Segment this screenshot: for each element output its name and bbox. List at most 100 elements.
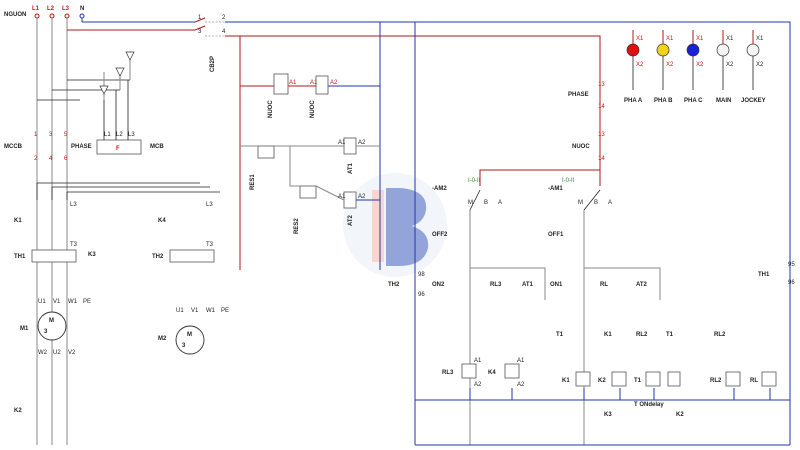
svg-text:V2: V2 [68, 350, 76, 356]
lamp-white-icon [716, 43, 730, 57]
svg-text:A1: A1 [474, 358, 482, 364]
am1-label: -AM1 [548, 186, 563, 192]
svg-text:1: 1 [34, 132, 38, 138]
nuoc-label: NUOC [268, 100, 274, 118]
motor-m2: M 3 M2 U1 V1 W1 PE [158, 308, 229, 355]
igm-label-b: I-0-II [562, 178, 575, 184]
res1-label: RES1 [250, 174, 256, 190]
rl2-aux-label: RL2 [636, 332, 648, 338]
supply-n-label: N [80, 6, 84, 12]
t1-label: T1 [556, 332, 564, 338]
at1-contact-label: AT1 [522, 282, 534, 288]
supply-l2-label: L2 [47, 6, 55, 12]
k2-coil-label: K2 [598, 378, 606, 384]
rl-contact-label: RL [600, 282, 608, 288]
nuoc-label-2: NUOC [310, 100, 316, 118]
nuoc-relay-label: NUOC [572, 144, 590, 150]
at1-label: AT1 [348, 162, 354, 174]
svg-text:W1: W1 [68, 299, 78, 305]
lamp-pha-c: PHA C [684, 43, 703, 104]
svg-text:3: 3 [182, 343, 186, 349]
at2-label: AT2 [348, 214, 354, 226]
power-contactors: K1 K2 K3 K4 TH1 TH2 L3 T3 L3 T3 [14, 202, 215, 414]
motor-icon [37, 311, 67, 341]
lamp-white-icon-2 [746, 43, 760, 57]
svg-text:6: 6 [64, 156, 68, 162]
rl3-contact-label: RL3 [490, 282, 502, 288]
svg-text:3: 3 [198, 29, 202, 35]
on2-label: ON2 [432, 282, 445, 288]
svg-text:JOCKEY: JOCKEY [741, 98, 766, 104]
t1-coil-label: T1 [634, 378, 642, 384]
svg-text:3: 3 [49, 132, 53, 138]
mcb-label: MCB [150, 144, 164, 150]
k2-aux-label: K2 [676, 412, 684, 418]
svg-text:2: 2 [222, 15, 226, 21]
phase-label: PHASE [71, 144, 92, 150]
at2-contact-label: AT2 [636, 282, 648, 288]
rl-coil-label: RL [750, 378, 758, 384]
watermark-logo [343, 173, 447, 277]
svg-text:A1: A1 [310, 80, 318, 86]
svg-text:L3: L3 [70, 202, 77, 208]
svg-text:A2: A2 [358, 140, 366, 146]
svg-text:X2: X2 [636, 62, 644, 68]
supply-nguon-label: NGUON [4, 12, 26, 18]
lamp-pha-b: PHA B [654, 43, 673, 104]
svg-text:A2: A2 [358, 194, 366, 200]
svg-text:5: 5 [64, 132, 68, 138]
svg-text:L1: L1 [104, 132, 111, 138]
lamp-blue-icon [686, 43, 700, 57]
lamp-red-icon [626, 43, 640, 57]
th1-contact-label: TH1 [758, 272, 770, 278]
svg-text:M: M [468, 200, 473, 206]
svg-text:4: 4 [222, 29, 226, 35]
svg-text:X1: X1 [666, 36, 674, 42]
svg-text:M: M [187, 332, 192, 338]
t1-aux-label: T1 [666, 332, 674, 338]
svg-text:U2: U2 [53, 350, 61, 356]
on1-label: ON1 [550, 282, 563, 288]
svg-text:L3: L3 [128, 132, 135, 138]
svg-text:L3: L3 [206, 202, 213, 208]
motor-m1: M 3 M1 U1 V1 W1 PE W2 U2 V2 [20, 299, 91, 356]
nuoc-relay: NUOC NUOC A1 A1 A2 [240, 73, 380, 118]
th2-label: TH2 [152, 254, 164, 260]
k1-coil-label: K1 [562, 378, 570, 384]
am2-label: -AM2 [432, 186, 447, 192]
supply-l3-label: L3 [62, 6, 70, 12]
svg-text:M: M [578, 200, 583, 206]
svg-text:A2: A2 [474, 382, 482, 388]
power-supply: NGUON L1 L2 L3 N [4, 6, 791, 445]
k2-label: K2 [14, 408, 22, 414]
svg-text:U1: U1 [38, 299, 46, 305]
svg-text:13: 13 [598, 82, 605, 88]
svg-text:B: B [594, 200, 598, 206]
svg-text:A2: A2 [517, 382, 525, 388]
svg-text:A1: A1 [517, 358, 525, 364]
igm-label-a: I-0-II [468, 178, 481, 184]
off1-label: OFF1 [548, 232, 564, 238]
k1-label: K1 [14, 218, 22, 224]
svg-text:X2: X2 [726, 62, 734, 68]
indicator-lamps: PHA A PHA B PHA C MAIN JOCKEY X1 X1 X1 X… [624, 30, 766, 104]
svg-text:X1: X1 [756, 36, 764, 42]
svg-text:B: B [484, 200, 488, 206]
svg-text:X2: X2 [756, 62, 764, 68]
svg-text:V1: V1 [53, 299, 61, 305]
motor-icon-2 [175, 325, 205, 355]
svg-text:14: 14 [598, 104, 605, 110]
terminal-n [79, 13, 85, 19]
terminal-l3 [64, 13, 70, 19]
lamp-pha-a: PHA A [624, 43, 643, 104]
svg-text:PE: PE [83, 299, 91, 305]
control-circuit: PHASE NUOC 13 14 13 14 -AM2 I-0-II -AM1 … [388, 82, 795, 446]
svg-text:X2: X2 [696, 62, 704, 68]
terminal-l1 [34, 13, 40, 19]
svg-text:14: 14 [598, 156, 605, 162]
svg-text:MAIN: MAIN [716, 98, 731, 104]
svg-text:T3: T3 [70, 242, 78, 248]
svg-text:PE: PE [221, 308, 229, 314]
cb2p-label: CB2P [210, 56, 216, 72]
